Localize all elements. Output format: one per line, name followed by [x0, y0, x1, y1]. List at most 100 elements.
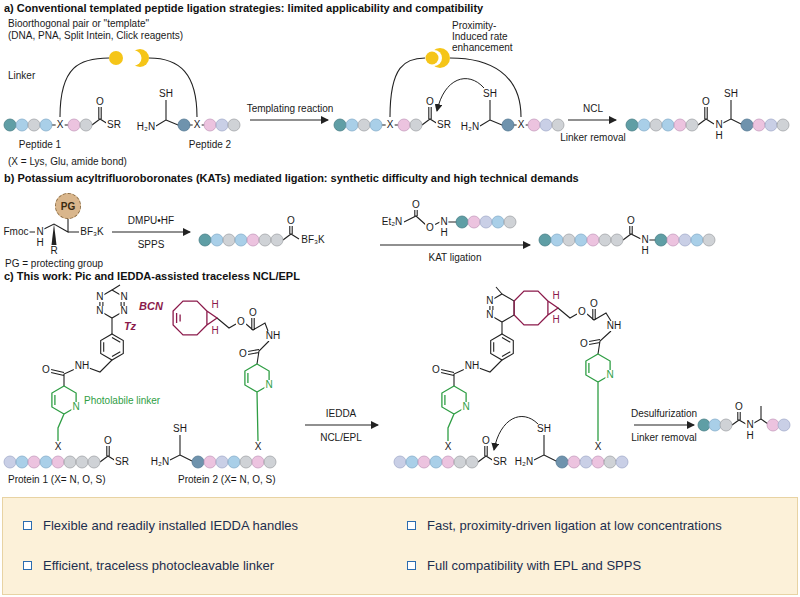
amino-acid-bead — [228, 456, 240, 468]
annotation-label: Desulfurization — [631, 408, 697, 419]
node-text: PG — [61, 201, 75, 212]
amino-acid-bead — [16, 119, 28, 131]
atom-label: N — [71, 402, 80, 412]
amino-acid-bead — [346, 119, 358, 131]
amino-acid-bead — [753, 119, 765, 131]
amino-acid-bead — [40, 119, 52, 131]
atom-label: O — [411, 200, 421, 210]
amino-acid-bead — [741, 119, 753, 131]
amino-acid-bead — [456, 216, 468, 228]
amino-acid-bead — [259, 234, 271, 246]
amino-acid-bead — [264, 456, 276, 468]
atom-label: SH — [482, 89, 498, 99]
amino-acid-bead — [192, 456, 204, 468]
amino-acid-bead — [4, 119, 16, 131]
amino-acid-bead — [16, 456, 28, 468]
amino-acid-bead — [247, 234, 259, 246]
amino-acid-bead — [211, 234, 223, 246]
atom-label: H — [35, 238, 44, 248]
bioorthogonal-pair — [426, 50, 442, 66]
amino-acid-bead — [580, 456, 592, 468]
atom-label: N — [640, 235, 649, 245]
annotation-label: (DNA, PNA, Split Intein, Click reagents) — [8, 30, 183, 41]
amino-acid-bead — [204, 119, 216, 131]
amino-acid-bead — [398, 119, 410, 131]
bullet-box — [23, 561, 32, 570]
amino-acid-bead — [587, 234, 599, 246]
atom-label: O — [238, 349, 248, 359]
section-heading: b) Potassium acyltrifluoroboronates (KAT… — [4, 172, 579, 184]
atom-label: O — [577, 307, 587, 317]
amino-acid-bead — [504, 216, 516, 228]
amino-acid-bead — [235, 234, 247, 246]
amino-acid-bead — [442, 456, 454, 468]
amino-acid-bead — [686, 119, 698, 131]
amino-acid-bead — [626, 119, 638, 131]
amino-acid-bead — [28, 456, 40, 468]
amino-acid-bead — [40, 456, 52, 468]
amino-acid-bead — [240, 456, 252, 468]
amino-acid-bead — [778, 419, 790, 431]
section-heading: a) Conventional templated peptide ligati… — [4, 2, 483, 14]
atom-label: X — [386, 120, 395, 130]
annotation-label: Protein 2 (X= N, O, S) — [178, 474, 276, 485]
bond-lines — [491, 334, 514, 360]
atom-label: H — [551, 291, 560, 301]
amino-acid-bead — [468, 216, 480, 228]
amino-acid-bead — [334, 119, 346, 131]
amino-acid-bead — [216, 456, 228, 468]
amino-acid-bead — [616, 456, 628, 468]
atom-label: H — [439, 228, 448, 238]
atom-label: O — [734, 402, 744, 412]
bioorthogonal-pair — [109, 51, 123, 65]
atom-label: N — [439, 217, 448, 227]
amino-acid-bead — [638, 119, 650, 131]
amino-acid-bead — [556, 456, 568, 468]
reaction-arrow — [305, 424, 378, 425]
atom-label: NH — [606, 321, 622, 331]
atom-label: N — [119, 292, 128, 302]
atom-label: SH — [158, 89, 174, 99]
amino-acid-bead — [767, 419, 779, 431]
bcn-ring — [173, 291, 558, 335]
amino-acid-bead — [4, 456, 16, 468]
atom-label: N — [264, 380, 273, 390]
amino-acid-bead — [80, 119, 92, 131]
atom-label: O — [248, 308, 258, 318]
atom-label: O — [701, 97, 711, 107]
amino-acid-bead — [502, 119, 514, 131]
atom-label: NH — [74, 361, 90, 371]
amino-acid-bead — [611, 234, 623, 246]
atom-label: O — [41, 365, 51, 375]
amino-acid-bead — [418, 456, 430, 468]
annotation-label: NCL — [583, 103, 603, 114]
bond-lines — [10, 58, 784, 462]
amino-acid-bead — [199, 234, 211, 246]
reaction-arrow — [112, 79, 694, 450]
amino-acid-bead — [178, 119, 190, 131]
atom-label: BF₃K — [79, 227, 105, 237]
atom-label: X — [54, 442, 63, 452]
amino-acid-bead — [575, 234, 587, 246]
bioorthogonal-pair — [109, 48, 450, 68]
amino-acid-bead — [68, 119, 80, 131]
reagent-tag: Tz — [123, 321, 137, 332]
amino-acid-bead — [394, 456, 406, 468]
amino-acid-bead — [720, 419, 732, 431]
feature-bullet: Efficient, traceless photocleavable link… — [43, 558, 274, 574]
amino-acid-bead — [88, 456, 100, 468]
atom-label: N — [605, 370, 614, 380]
stereo-wedge — [52, 224, 57, 245]
annotation-label: KAT ligation — [429, 252, 482, 263]
annotation-label: Linker removal — [560, 132, 626, 143]
amino-acid-bead — [370, 119, 382, 131]
amino-acid-bead — [52, 456, 64, 468]
atom-label: H — [210, 300, 219, 310]
atom-label: O — [425, 97, 435, 107]
atom-label: N — [714, 120, 723, 130]
bond-lines — [558, 308, 611, 354]
photolabile-linker — [442, 386, 466, 441]
atom-label: Et₂N — [381, 217, 404, 227]
atom-label: N — [95, 292, 104, 302]
